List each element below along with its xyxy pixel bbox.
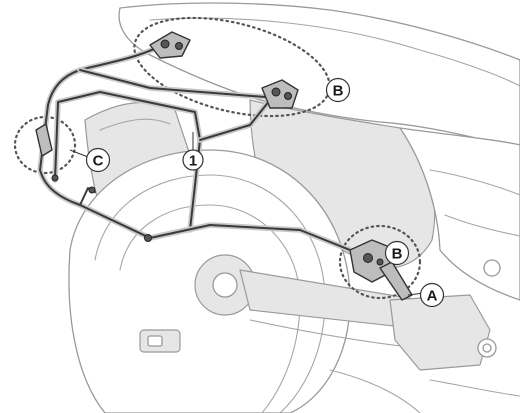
frame-inner-loop-edge — [54, 91, 201, 231]
mount-bolt — [284, 92, 292, 100]
mount-bolt — [160, 39, 170, 49]
pannier-frame — [37, 39, 373, 261]
tube-end-cap — [51, 174, 59, 182]
lower-frame-line — [329, 369, 421, 413]
callout-c: C — [85, 147, 111, 173]
callout-1: 1 — [182, 149, 204, 171]
mount-bolt — [271, 87, 281, 97]
callout-b-upper: B — [325, 77, 351, 103]
rear-body-panel — [399, 127, 520, 301]
callout-b-lower: B — [384, 240, 410, 266]
tube-end-cap — [88, 186, 96, 194]
mount-bolt — [175, 42, 183, 50]
callout-label-b-lower: B — [392, 246, 403, 263]
leader-c — [69, 149, 89, 158]
frame-cross-tube-edge — [199, 99, 271, 141]
callout-label-1: 1 — [189, 153, 197, 170]
mount-plate-upper-front — [149, 31, 191, 59]
rear-wheel-inner — [94, 174, 326, 413]
mount-plate-c — [35, 123, 53, 157]
motorcycle-seat — [118, 2, 520, 151]
body-line — [429, 169, 520, 196]
exhaust-band — [99, 118, 171, 131]
seat-seam — [149, 17, 520, 87]
frame-bolt — [483, 259, 501, 277]
frame-outer-loop-edge — [39, 41, 186, 239]
callout-a: A — [419, 282, 445, 308]
mount-bolt — [363, 253, 373, 263]
callout-label-c: C — [93, 153, 104, 170]
detail-ring-b-lower — [338, 224, 422, 300]
body-line — [444, 214, 520, 237]
lower-frame-line — [429, 379, 520, 397]
frame-upper-rail-edge — [79, 69, 279, 99]
mounting-hardware — [35, 31, 413, 301]
tube-end-cap — [144, 234, 152, 242]
mount-bolt — [376, 258, 384, 266]
rear-axle — [212, 272, 238, 298]
footrest-bracket — [389, 294, 491, 371]
motorcycle-illustration — [68, 2, 520, 413]
frame-bolt — [482, 343, 492, 353]
passenger-peg-tip — [147, 335, 163, 347]
rear-wheel-rim — [119, 204, 301, 413]
callout-label-a: A — [427, 288, 438, 305]
callout-label-b-upper: B — [333, 83, 344, 100]
frame-lower-strut-edge — [149, 224, 371, 259]
